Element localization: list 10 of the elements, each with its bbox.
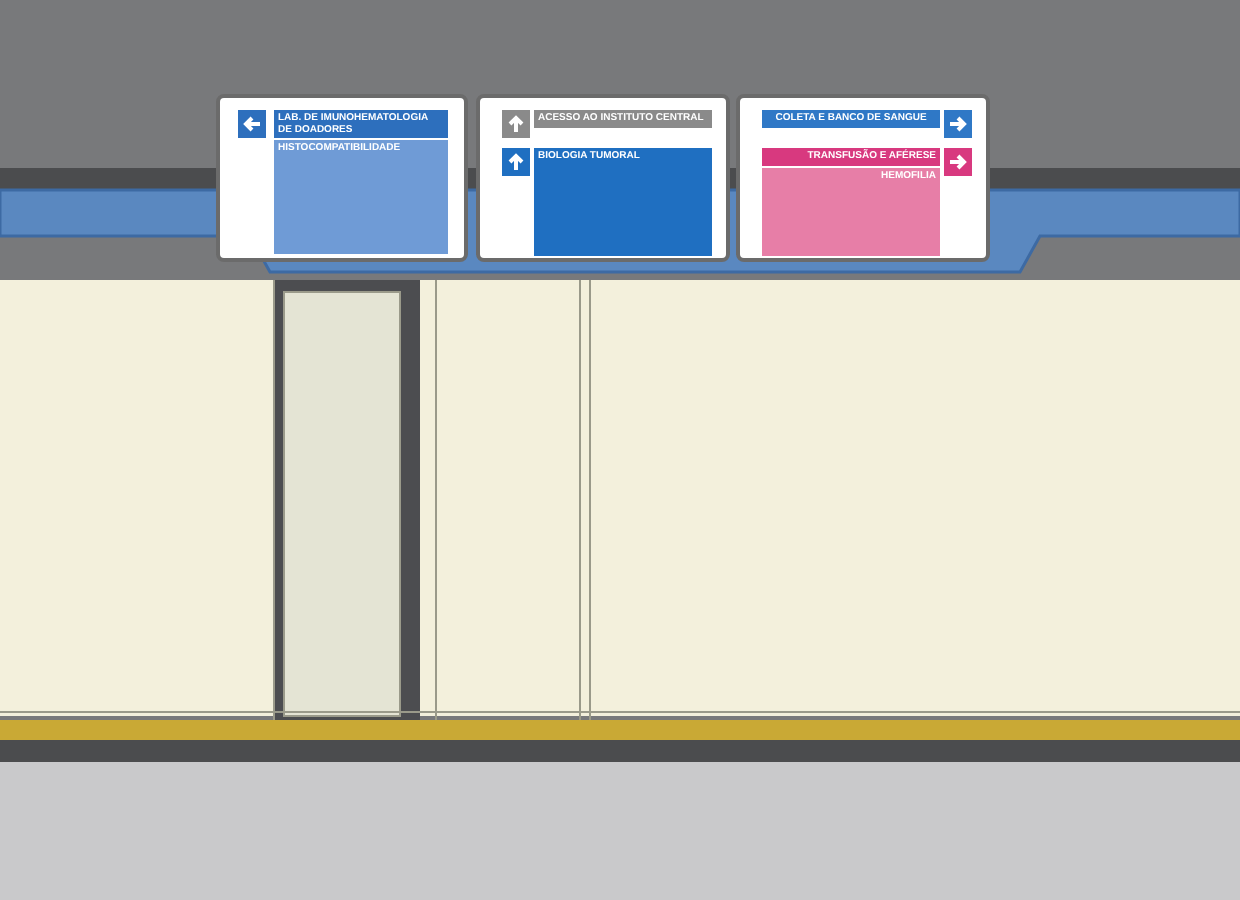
sign-band bbox=[534, 148, 712, 256]
sign-band bbox=[762, 148, 940, 166]
sign-band bbox=[274, 110, 448, 138]
sign-band bbox=[762, 168, 940, 256]
sign-panel bbox=[736, 94, 990, 262]
sign-band bbox=[762, 110, 940, 128]
sign-panel bbox=[216, 94, 468, 262]
sign-band bbox=[534, 110, 712, 128]
sign-band bbox=[274, 140, 448, 254]
sign-panel bbox=[476, 94, 730, 262]
